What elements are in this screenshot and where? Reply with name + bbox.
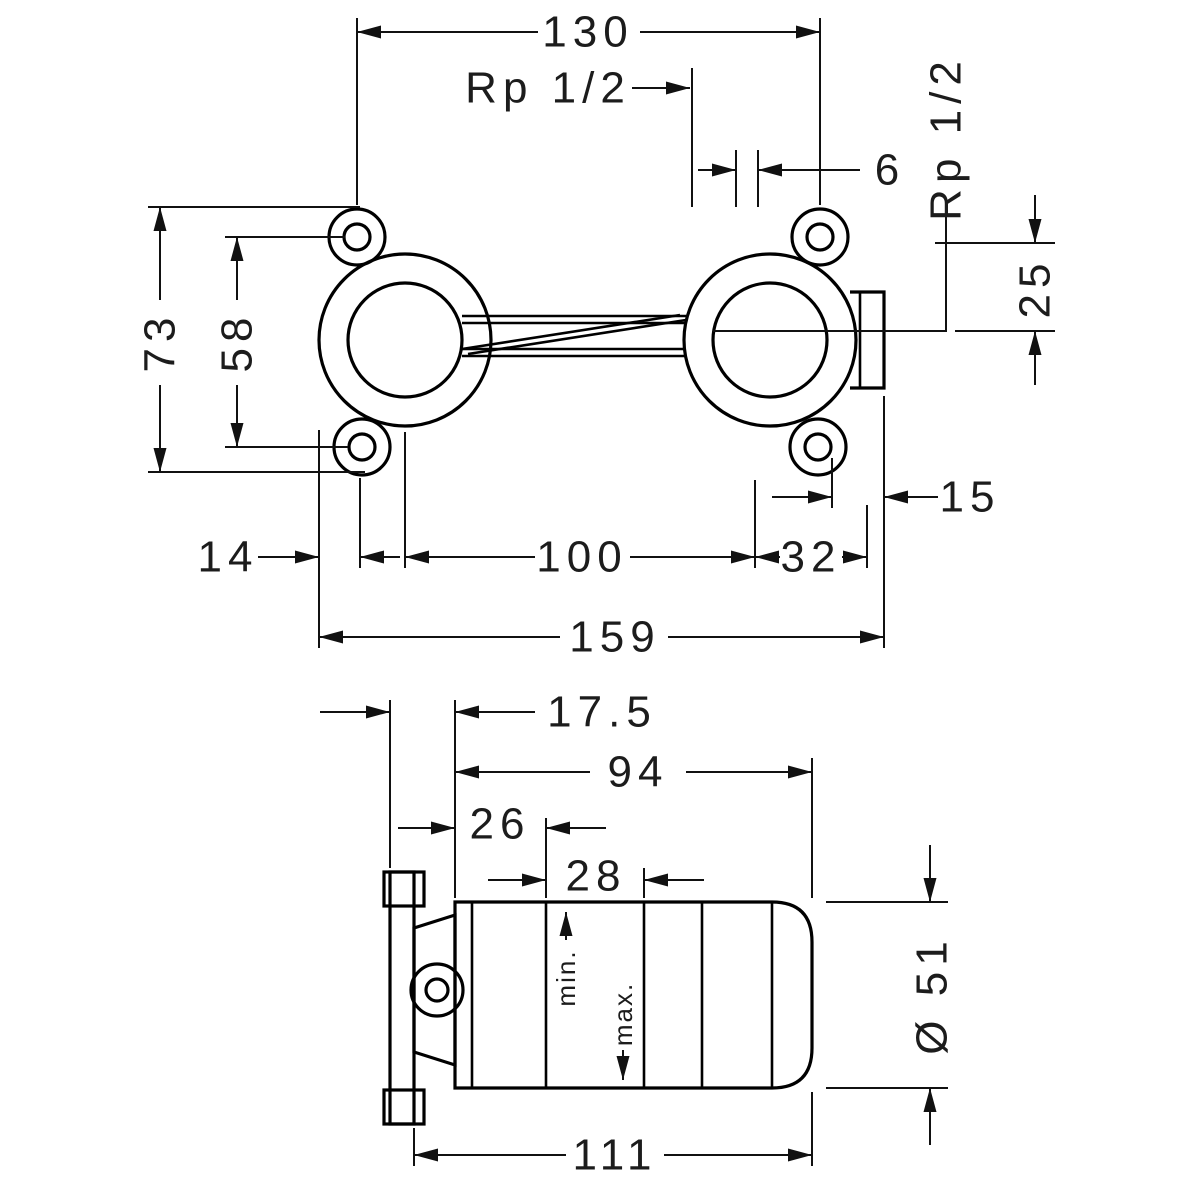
cylinder-outline: [453, 900, 814, 1090]
left-bottom-screw-hole: [347, 432, 377, 462]
dim-rp12-left: Rp 1/2: [465, 64, 693, 207]
right-top-lug: [790, 207, 850, 267]
dim-26: 26: [398, 800, 606, 898]
dim-row-bottom: 14 100 32: [198, 430, 868, 648]
dim-58-label: 58: [213, 312, 262, 373]
right-bottom-screw-hole: [803, 432, 833, 462]
dim-94-label: 94: [608, 748, 669, 797]
dim-6: 6: [698, 146, 905, 207]
dim-diameter-label: Ø 51: [908, 935, 957, 1054]
dim-73-label: 73: [136, 312, 185, 373]
connecting-bar: [461, 313, 687, 358]
dim-130: 130: [356, 8, 821, 205]
left-flange-inner: [346, 281, 464, 399]
side-view: min. max. 17.5 94 26: [320, 688, 957, 1180]
dim-32-label: 32: [781, 533, 842, 582]
right-side-bracket: [850, 290, 886, 390]
dim-26-label: 26: [470, 800, 531, 849]
dim-6-label: 6: [875, 146, 905, 195]
right-flange: [682, 207, 886, 477]
bracket-pivot-hole: [424, 977, 450, 1003]
dim-rp12-right-label: Rp 1/2: [922, 55, 971, 221]
dim-17-5-label: 17.5: [547, 688, 657, 737]
wall-plate: [382, 870, 465, 1126]
dim-100-label: 100: [536, 533, 627, 582]
dim-58: 58: [213, 236, 348, 448]
right-flange-outer: [682, 252, 858, 428]
right-top-screw-hole: [805, 222, 835, 252]
right-flange-inner: [711, 281, 829, 399]
dim-28-label: 28: [566, 852, 627, 901]
min-label: min.: [551, 949, 581, 1006]
dim-159: 159: [319, 613, 884, 662]
dim-111: 111: [413, 1092, 813, 1180]
cylinder-body: [453, 900, 814, 1090]
dim-diameter-51: Ø 51: [826, 845, 957, 1145]
dim-15: 15: [772, 396, 1001, 648]
dim-73: 73: [136, 206, 365, 473]
plaster-depth-labels: min. max.: [551, 912, 638, 1080]
dim-rp12-left-label: Rp 1/2: [465, 64, 631, 113]
dim-159-label: 159: [569, 613, 660, 662]
wall-plate-bottom-tab: [382, 1088, 426, 1126]
left-top-screw-hole: [342, 222, 372, 252]
dim-15-label: 15: [940, 473, 1001, 522]
right-bottom-lug: [788, 417, 848, 477]
bracket-pivot: [409, 962, 465, 1018]
max-label: max.: [608, 982, 638, 1046]
dim-28: 28: [488, 852, 704, 901]
dim-rp12-right: Rp 1/2: [713, 55, 971, 332]
left-flange-outer: [317, 252, 493, 428]
wall-plate-body: [388, 870, 416, 1126]
dim-14-label: 14: [198, 533, 259, 582]
dim-17-5: 17.5: [320, 688, 657, 898]
dim-130-label: 130: [542, 8, 633, 57]
dim-25-label: 25: [1011, 258, 1060, 319]
front-view: 130 Rp 1/2 6 Rp 1/2 73: [136, 8, 1060, 662]
dim-25: 25: [935, 195, 1060, 385]
dim-94: 94: [455, 748, 813, 898]
wall-plate-top-tab: [382, 870, 426, 908]
dim-111-label: 111: [573, 1131, 658, 1180]
